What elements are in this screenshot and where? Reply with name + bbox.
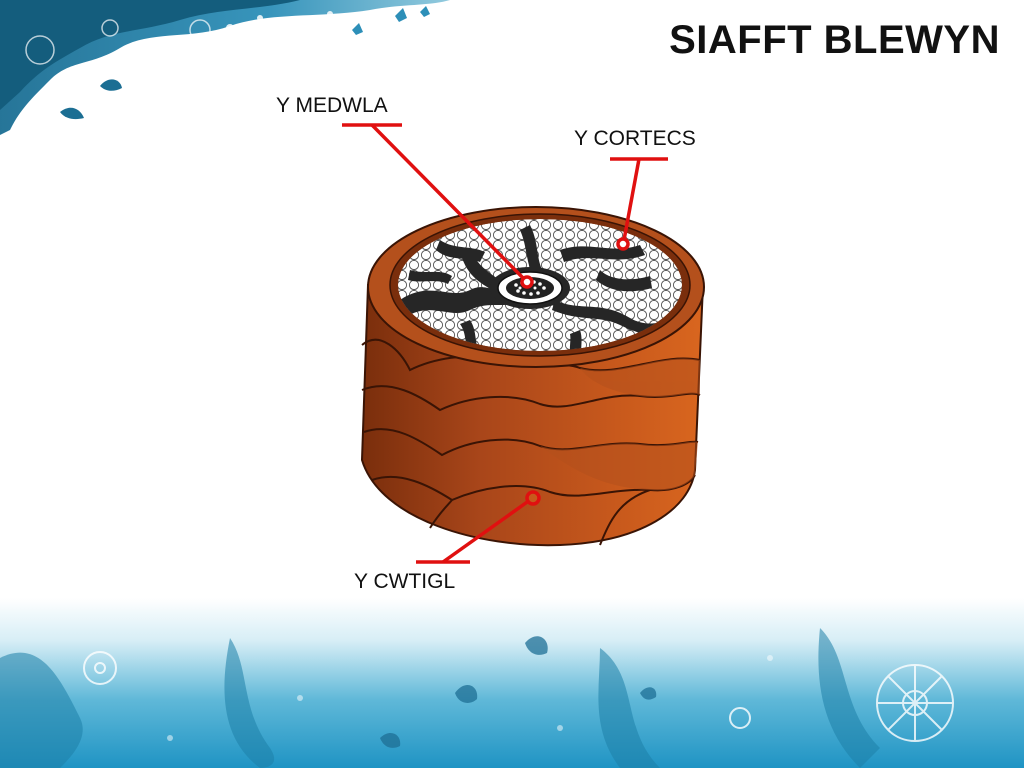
cuticle-label: Y CWTIGL xyxy=(354,570,456,593)
top-floral-decoration xyxy=(0,0,450,135)
cortex-label: Y CORTECS xyxy=(574,127,696,150)
hair-shaft-diagram xyxy=(342,123,705,564)
bottom-floral-decoration xyxy=(0,598,1024,768)
slide-title: SIAFFT BLEWYN xyxy=(669,18,1000,62)
pointer-lines xyxy=(342,123,668,564)
medulla-label: Y MEDWLA xyxy=(276,94,388,117)
